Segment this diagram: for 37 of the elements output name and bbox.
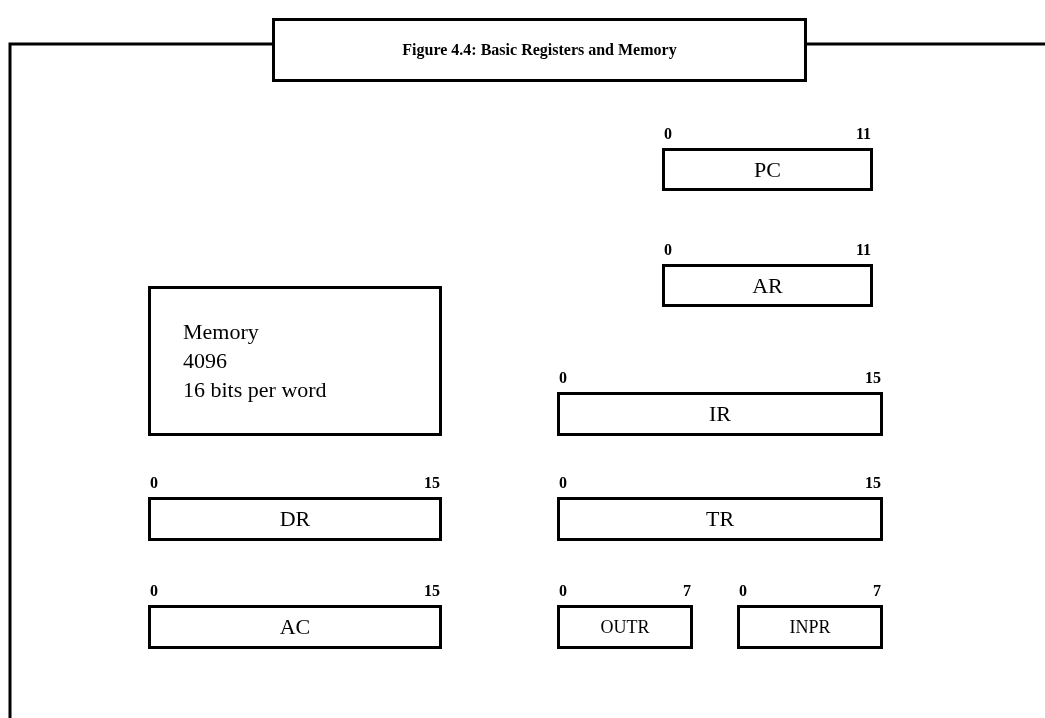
register-box: [148, 497, 442, 541]
register-box: [557, 605, 693, 649]
register-box: [662, 148, 873, 191]
register-name: TR: [705, 506, 735, 532]
bit-index: 11: [855, 126, 871, 142]
register-box: [148, 605, 442, 649]
bit-index: 0: [559, 370, 567, 386]
bit-index: 15: [865, 370, 881, 386]
register-box: [662, 264, 873, 307]
register-name: OUTR: [600, 616, 650, 638]
bit-index: 15: [865, 475, 881, 491]
register-box: [557, 497, 883, 541]
bit-index: 0: [559, 475, 567, 491]
memory-label: 16 bits per word: [183, 376, 328, 404]
bit-index: 0: [150, 475, 158, 491]
bit-index: 0: [664, 242, 672, 258]
bit-index: 0: [739, 583, 747, 599]
register-name: PC: [754, 156, 781, 183]
bit-index: 7: [873, 583, 881, 599]
bit-index: 15: [424, 583, 440, 599]
bit-index: 0: [664, 126, 672, 142]
memory-label: 4096: [183, 347, 228, 375]
register-box: [557, 392, 883, 436]
register-name: AR: [752, 272, 783, 299]
figure-title: Figure 4.4: Basic Registers and Memory: [402, 41, 677, 59]
register-name: INPR: [789, 616, 831, 638]
memory-box: [148, 286, 442, 436]
bit-index: 7: [683, 583, 691, 599]
bit-index: 11: [855, 242, 871, 258]
bit-index: 15: [424, 475, 440, 491]
bit-index: 0: [150, 583, 158, 599]
register-box: [737, 605, 883, 649]
register-name: DR: [279, 506, 311, 532]
register-name: IR: [709, 401, 731, 427]
memory-label: Memory: [183, 318, 260, 346]
register-name: AC: [279, 614, 311, 640]
bit-index: 0: [559, 583, 567, 599]
